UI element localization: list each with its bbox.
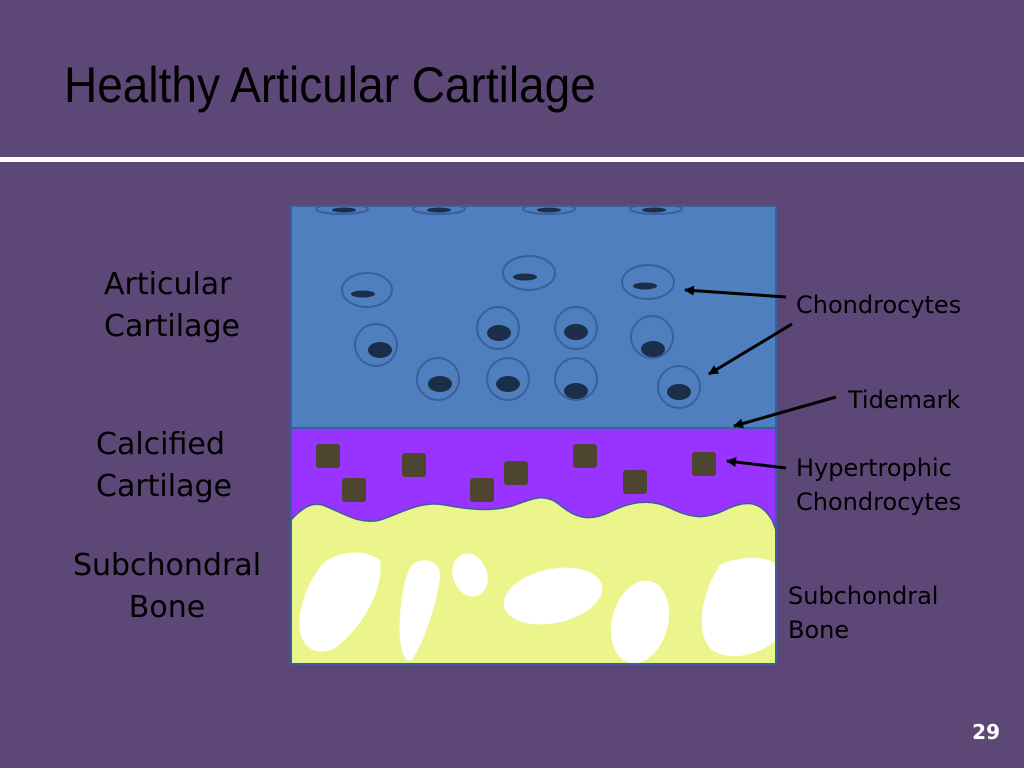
label-subchondral-left-line2: Bone	[128, 590, 206, 625]
bone-space-2	[399, 560, 440, 661]
label-articular-cartilage: Articular Cartilage	[104, 264, 240, 348]
label-hypertrophic-chondrocytes: Hypertrophic Chondrocytes	[796, 451, 961, 519]
bone-space-3	[452, 553, 488, 597]
deep-zone-chondrocytes	[354, 306, 701, 409]
bone-space-6	[701, 557, 776, 657]
articular-cartilage-layer	[291, 206, 776, 428]
label-articular-line2: Cartilage	[104, 309, 240, 344]
label-subchondral-bone-right: Subchondral Bone	[788, 579, 938, 647]
label-calcified-cartilage: Calcified Cartilage	[96, 424, 232, 508]
superficial-chondrocytes	[315, 206, 683, 215]
title-divider	[0, 157, 1024, 162]
label-calcified-line1: Calcified	[96, 427, 225, 462]
label-subchondral-bone-left: Subchondral Bone	[60, 545, 274, 629]
middle-zone-chondrocytes	[341, 255, 675, 308]
label-chondrocytes: Chondrocytes	[796, 291, 962, 319]
hypertrophic-chondrocytes	[316, 444, 716, 502]
label-calcified-line2: Cartilage	[96, 469, 232, 504]
arrow-chondrocytes-2	[708, 322, 793, 376]
label-tidemark: Tidemark	[848, 386, 961, 414]
arrow-hypertrophic	[726, 457, 787, 470]
bone-space-4	[503, 567, 603, 625]
bone-space-5	[610, 580, 670, 664]
label-subchondral-left-line1: Subchondral	[72, 548, 262, 583]
label-hypertrophic-line2: Chondrocytes	[796, 488, 962, 516]
arrow-tidemark	[733, 395, 837, 429]
page-number: 29	[972, 720, 1000, 744]
label-hypertrophic-line1: Hypertrophic	[796, 454, 952, 482]
diagram-frame	[290, 205, 777, 665]
label-subchondral-right-line2: Bone	[788, 616, 850, 644]
bone-space-1	[299, 552, 381, 652]
label-subchondral-right-line1: Subchondral	[788, 582, 939, 610]
slide-title: Healthy Articular Cartilage	[64, 57, 596, 113]
label-articular-line1: Articular	[104, 267, 232, 302]
arrow-chondrocytes-1	[684, 285, 787, 299]
